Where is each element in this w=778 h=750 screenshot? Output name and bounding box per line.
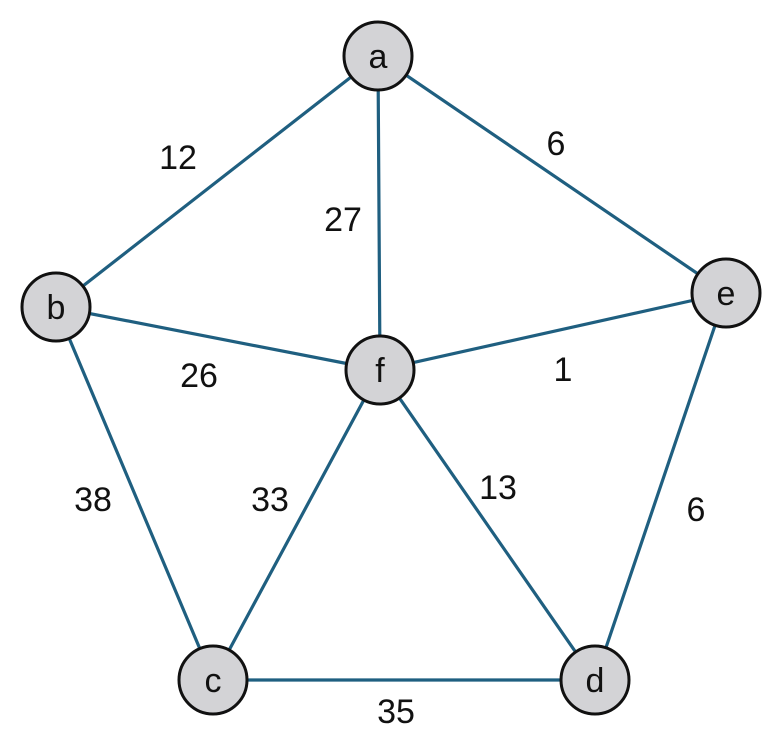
edge-a-e [376,54,728,295]
edge-a-f [376,54,382,372]
node-circle-d [559,644,631,716]
edge-b-c [54,305,215,682]
edge-weight-a-e: 6 [547,125,566,163]
edge-weight-f-c: 33 [251,481,289,519]
node-label-b: b [47,289,66,327]
node-circle-e [690,257,762,329]
edge-weight-b-f: 26 [180,357,218,395]
node-a: a [342,20,414,92]
edge-weight-f-e: 1 [554,351,573,389]
edge-weight-a-b: 12 [159,139,197,177]
edge-weight-c-d: 35 [377,693,415,731]
node-label-f: f [375,352,385,390]
edges-layer [54,54,728,682]
edge-f-e [378,291,728,372]
node-b: b [20,271,92,343]
node-label-a: a [369,38,388,76]
edge-weight-b-c: 38 [74,481,112,519]
edge-weight-e-d: 6 [687,491,706,529]
node-c: c [177,644,249,716]
node-circle-a [342,20,414,92]
edge-f-c [211,368,382,682]
node-circle-c [177,644,249,716]
edge-weight-a-f: 27 [324,201,362,239]
edge-e-d [593,291,728,682]
node-f: f [344,334,416,406]
edge-weight-f-d: 13 [479,469,517,507]
node-label-e: e [717,275,736,313]
node-label-c: c [205,662,222,700]
node-circle-f [344,334,416,406]
node-d: d [559,644,631,716]
nodes-layer: a b c d e f [20,20,762,716]
node-label-d: d [586,662,605,700]
edge-b-f [54,305,382,372]
edge-a-b [54,54,380,309]
weights-layer: 12 27 6 26 1 38 33 13 6 35 [74,125,705,731]
node-e: e [690,257,762,329]
edge-f-d [378,368,597,682]
node-circle-b [20,271,92,343]
